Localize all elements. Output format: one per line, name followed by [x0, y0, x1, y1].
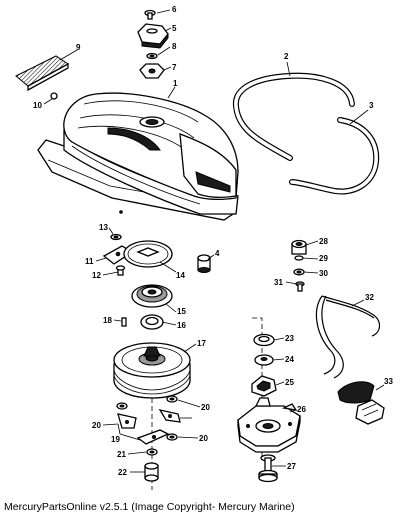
screw-31[interactable] — [295, 281, 305, 292]
callout-3: 3 — [369, 101, 374, 110]
washer-21[interactable] — [146, 448, 158, 456]
copyright-footer: MercuryPartsOnline v2.5.1 (Image Copyrig… — [4, 501, 295, 513]
pin-18[interactable] — [121, 317, 127, 327]
spring-25[interactable] — [251, 375, 277, 397]
callout-9: 9 — [76, 43, 81, 52]
bushing-22[interactable] — [144, 462, 159, 482]
callout-32: 32 — [365, 293, 374, 302]
nut-7[interactable] — [139, 63, 165, 79]
washer-13[interactable] — [110, 233, 122, 241]
bushing-28[interactable] — [291, 239, 307, 255]
callout-15: 15 — [177, 307, 186, 316]
callout-20-left: 20 — [92, 421, 101, 430]
callout-2: 2 — [284, 52, 289, 61]
callout-30: 30 — [319, 269, 328, 278]
callout-20-right: 20 — [201, 403, 210, 412]
screw-10[interactable] — [50, 92, 58, 100]
bushing-4[interactable] — [197, 254, 211, 273]
washer-8[interactable] — [146, 52, 158, 60]
callout-4: 4 — [215, 249, 220, 258]
callout-1: 1 — [173, 79, 178, 88]
callout-5: 5 — [172, 24, 177, 33]
callout-10: 10 — [33, 101, 42, 110]
washer-20-right[interactable] — [166, 395, 178, 403]
washer-20-left[interactable] — [116, 402, 128, 410]
callout-16: 16 — [177, 321, 186, 330]
handle-33[interactable] — [337, 381, 385, 425]
callout-31: 31 — [274, 278, 283, 287]
callout-7: 7 — [172, 63, 177, 72]
starter-rope-32[interactable] — [315, 295, 381, 379]
washer-23[interactable] — [253, 333, 275, 347]
screw-6[interactable] — [144, 9, 156, 20]
callout-23: 23 — [285, 334, 294, 343]
callout-12: 12 — [92, 271, 101, 280]
pad-9[interactable] — [15, 55, 69, 92]
pawl-19-left[interactable] — [117, 413, 137, 429]
cam-plate-26[interactable] — [237, 397, 301, 453]
bolt-27[interactable] — [258, 454, 278, 483]
callout-24: 24 — [285, 355, 294, 364]
pawl-19-right[interactable] — [158, 409, 181, 423]
callout-18: 18 — [103, 316, 112, 325]
callout-20-lower: 20 — [199, 434, 208, 443]
callout-25: 25 — [285, 378, 294, 387]
callout-11: 11 — [85, 257, 94, 266]
callout-28: 28 — [319, 237, 328, 246]
seal-strip-3[interactable] — [289, 117, 380, 195]
ring-16[interactable] — [140, 314, 164, 330]
pulley-17[interactable] — [113, 342, 191, 399]
callout-22: 22 — [118, 468, 127, 477]
washer-29[interactable] — [294, 255, 304, 261]
callout-26: 26 — [297, 405, 306, 414]
washer-30[interactable] — [293, 268, 305, 276]
washer-24[interactable] — [254, 354, 274, 366]
spring-assembly-15[interactable] — [131, 284, 173, 308]
callout-14: 14 — [176, 271, 185, 280]
disc-14[interactable] — [123, 240, 173, 268]
callout-21: 21 — [117, 450, 126, 459]
callout-8: 8 — [172, 42, 177, 51]
callout-labels: 6 5 8 7 9 10 1 2 3 13 11 12 14 4 15 18 1… — [33, 5, 393, 477]
callout-29: 29 — [319, 254, 328, 263]
pawl-19-center[interactable] — [136, 429, 170, 445]
callout-17: 17 — [197, 339, 206, 348]
leader-lines — [43, 9, 385, 473]
callout-33: 33 — [384, 377, 393, 386]
callout-13: 13 — [99, 223, 108, 232]
callout-27: 27 — [287, 462, 296, 471]
callout-19: 19 — [111, 435, 120, 444]
knob-5[interactable] — [137, 23, 169, 49]
top-cowl[interactable] — [37, 92, 239, 221]
screw-12[interactable] — [115, 265, 126, 276]
callout-6: 6 — [172, 5, 177, 14]
seal-strip-2[interactable] — [232, 72, 355, 161]
washer-20-lower[interactable] — [166, 433, 178, 441]
